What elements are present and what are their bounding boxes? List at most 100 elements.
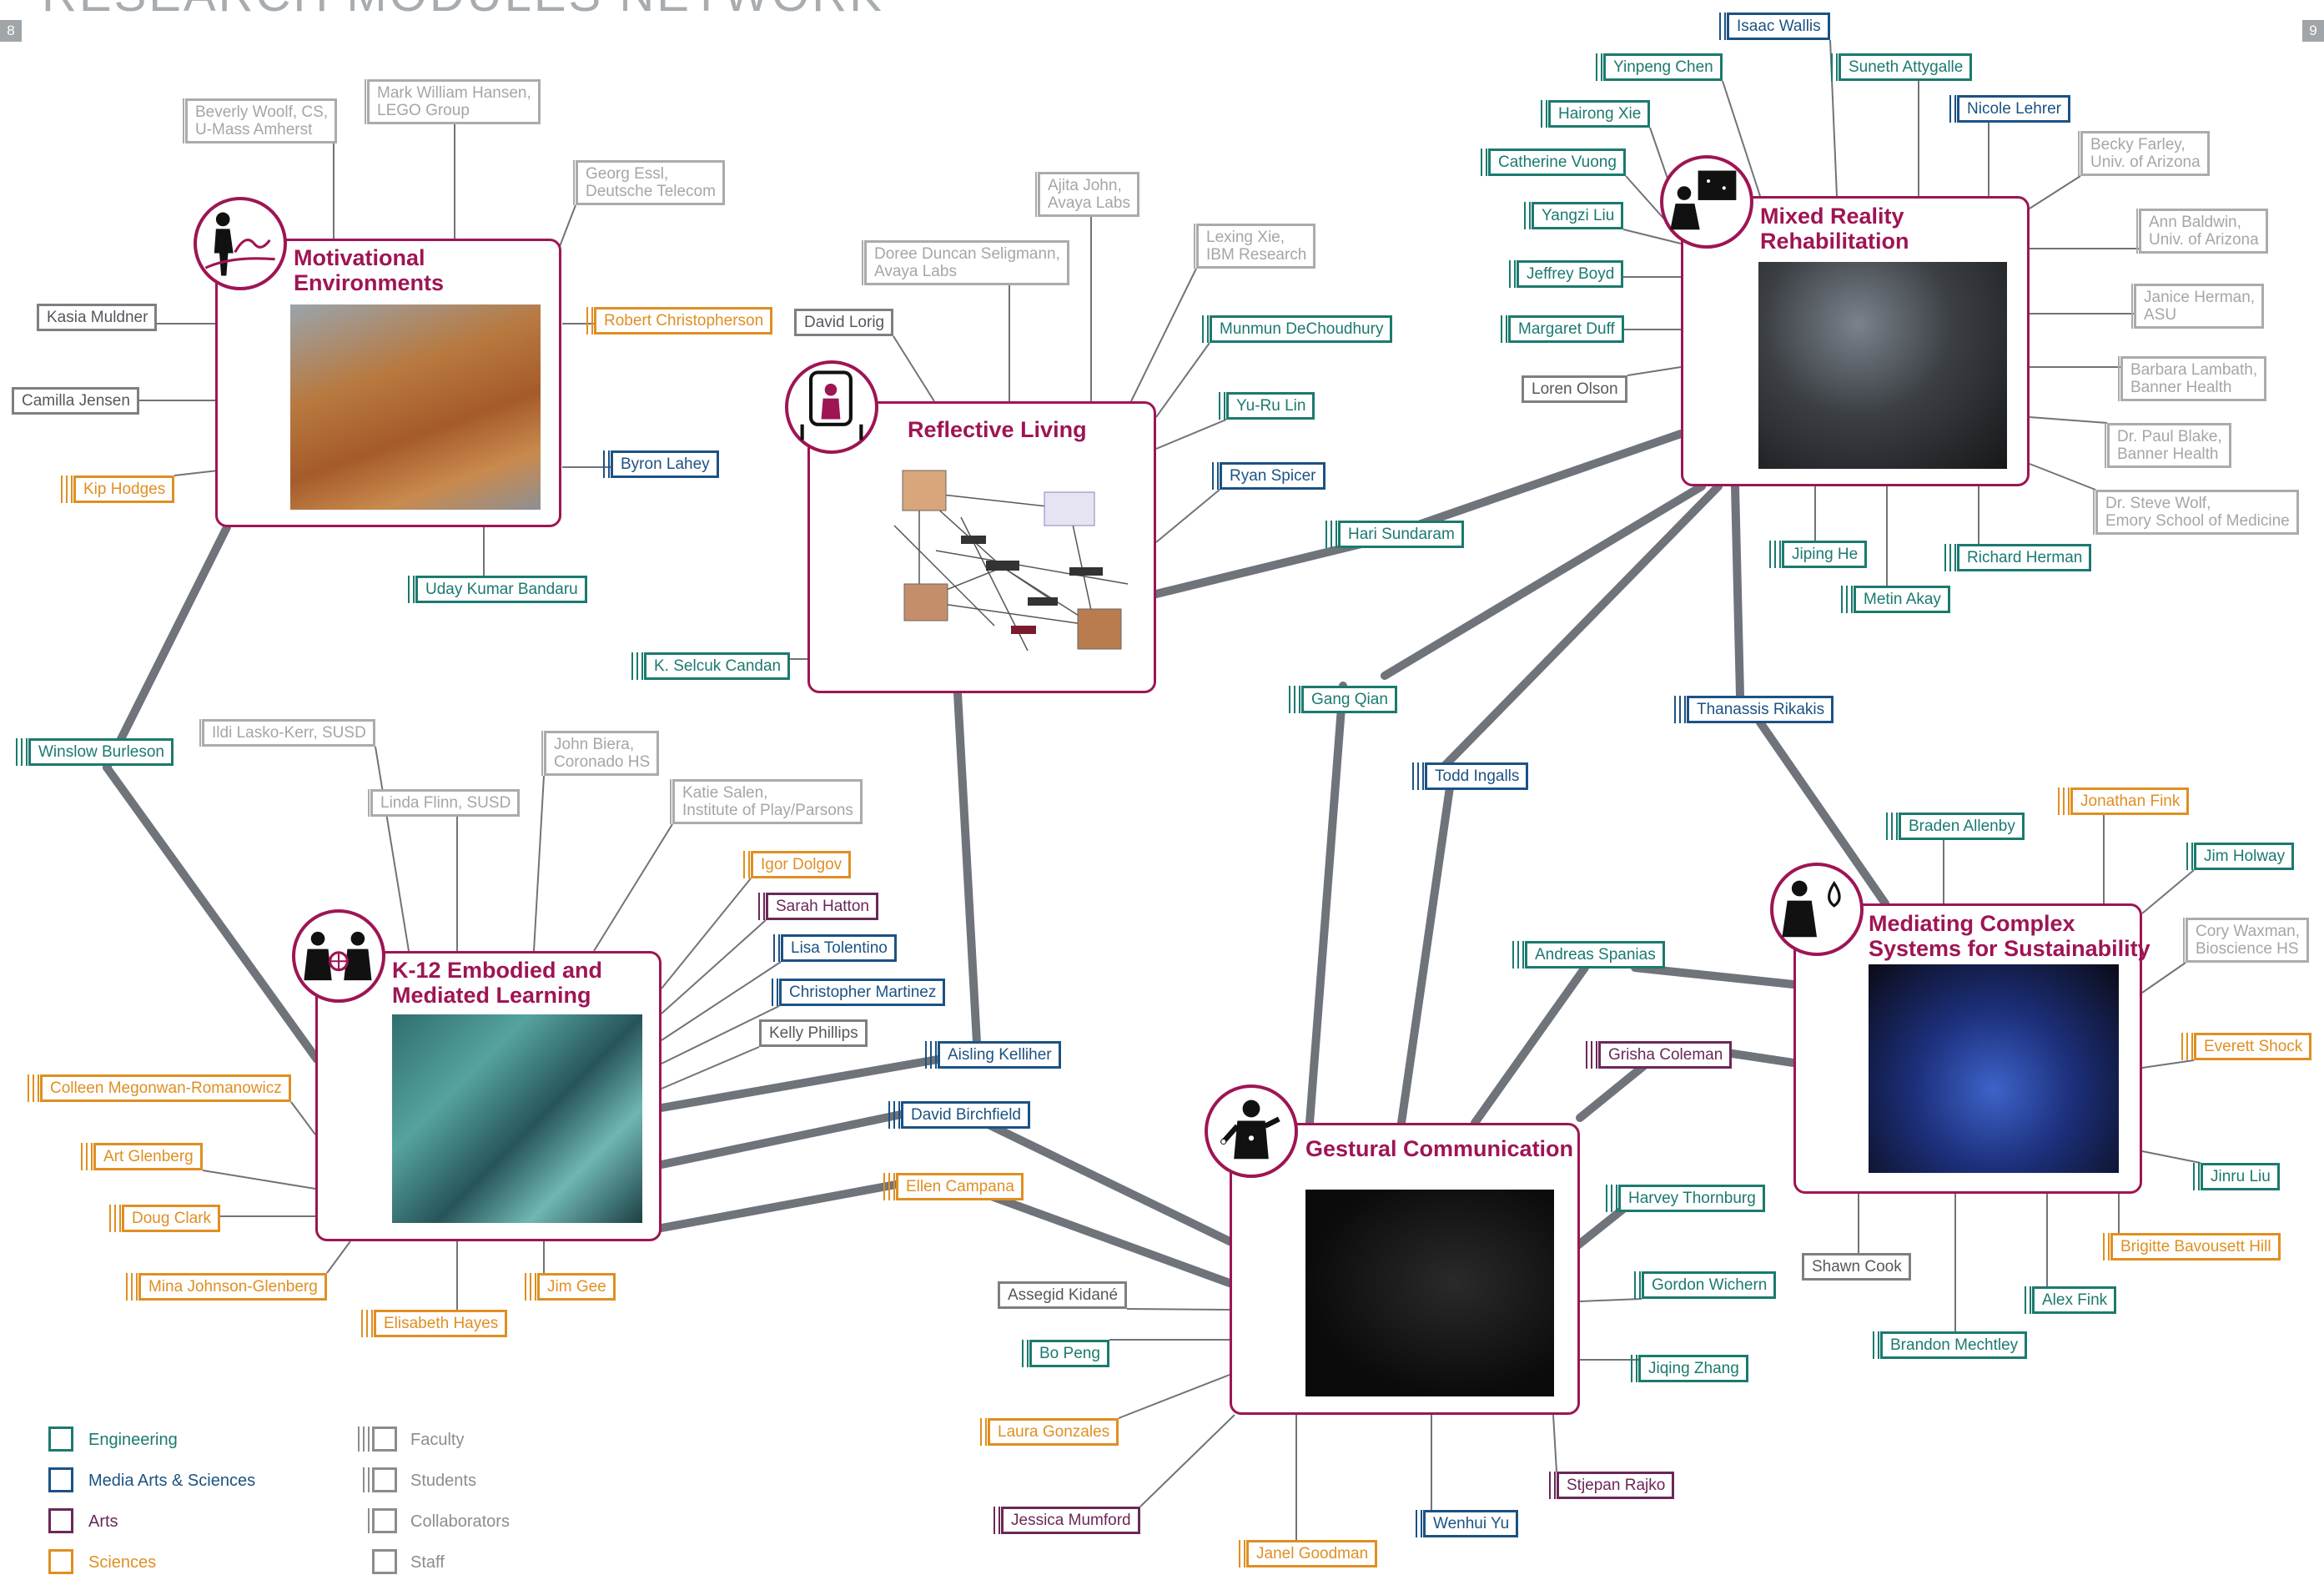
thin-connection (1126, 1308, 1230, 1311)
person-label[interactable]: David Birchfield (888, 1101, 1030, 1129)
person-label[interactable]: Jessica Mumford (993, 1507, 1140, 1534)
person-label[interactable]: Suneth Attygalle (1831, 53, 1973, 81)
person-label[interactable]: Doug Clark (109, 1205, 221, 1232)
person-label[interactable]: Assegid Kidané (998, 1281, 1128, 1309)
person-label[interactable]: Ryan Spicer (1212, 462, 1325, 490)
person-label[interactable]: Wenhui Yu (1416, 1510, 1519, 1537)
person-label[interactable]: Margaret Duff (1501, 315, 1624, 343)
person-label[interactable]: Jiping He (1769, 541, 1868, 568)
person-name: Stjepan Rajko (1567, 1477, 1666, 1494)
person-label[interactable]: Jim Gee (525, 1273, 616, 1301)
person-label[interactable]: Jiqing Zhang (1631, 1355, 1748, 1382)
person-label[interactable]: Yangzi Liu (1524, 202, 1624, 229)
person-name: Christopher Martinez (789, 984, 937, 1001)
person-label[interactable]: Christopher Martinez (772, 979, 946, 1006)
person-label[interactable]: David Lorig (794, 309, 894, 336)
thin-connection (1552, 1414, 1557, 1472)
person-label[interactable]: Catherine Vuong (1481, 148, 1626, 176)
thin-connection (558, 204, 576, 249)
person-label[interactable]: Ann Baldwin, Univ. of Arizona (2136, 209, 2268, 254)
thin-connection (2141, 1059, 2195, 1069)
person-label[interactable]: Hairong Xie (1541, 100, 1651, 128)
person-label[interactable]: Loren Olson (1522, 375, 1627, 403)
person-name: Metin Akay (1864, 591, 1941, 608)
person-label[interactable]: Camilla Jensen (12, 387, 139, 415)
person-label[interactable]: Linda Flinn, SUSD (368, 789, 521, 817)
person-label[interactable]: Ildi Lasko-Kerr, SUSD (199, 719, 375, 747)
person-label[interactable]: K. Selcuk Candan (631, 652, 791, 680)
person-label[interactable]: Laura Gonzales (980, 1418, 1119, 1446)
person-label[interactable]: Janel Goodman (1239, 1540, 1378, 1567)
person-label[interactable]: Metin Akay (1841, 586, 1950, 613)
person-name: Cory Waxman, Bioscience HS (2196, 923, 2300, 958)
person-label[interactable]: Isaac Wallis (1719, 13, 1830, 40)
person-label[interactable]: Braden Allenby (1886, 813, 2025, 840)
person-label[interactable]: Kelly Phillips (759, 1019, 868, 1047)
hub-photo-mediating (1869, 964, 2119, 1173)
person-label[interactable]: John Biera, Coronado HS (541, 731, 660, 776)
person-label[interactable]: Winslow Burleson (16, 738, 174, 766)
person-label[interactable]: Beverly Woolf, CS, U-Mass Amherst (183, 98, 338, 143)
person-label[interactable]: Ajita John, Avaya Labs (1035, 172, 1139, 217)
person-label[interactable]: Becky Farley, Univ. of Arizona (2078, 131, 2210, 176)
person-label[interactable]: Todd Ingalls (1412, 762, 1529, 790)
person-name: Byron Lahey (621, 455, 710, 473)
person-label[interactable]: Grisha Coleman (1586, 1041, 1733, 1069)
person-label[interactable]: Bo Peng (1022, 1340, 1109, 1367)
person-label[interactable]: Jonathan Fink (2058, 787, 2190, 815)
person-label[interactable]: Hari Sundaram (1325, 521, 1464, 548)
legend-label: Media Arts & Sciences (88, 1472, 256, 1490)
person-label[interactable]: Munmun DeChoudhury (1202, 315, 1393, 343)
person-label[interactable]: Georg Essl, Deutsche Telecom (573, 160, 725, 205)
person-name: Catherine Vuong (1498, 153, 1617, 171)
person-label[interactable]: Richard Herman (1944, 544, 2092, 571)
person-label[interactable]: Igor Dolgov (743, 851, 852, 878)
person-label[interactable]: Uday Kumar Bandaru (408, 576, 587, 603)
person-label[interactable]: Everett Shock (2181, 1033, 2312, 1060)
person-label[interactable]: Cory Waxman, Bioscience HS (2183, 918, 2309, 963)
person-name: Robert Christopherson (604, 312, 764, 330)
person-label[interactable]: Jinru Liu (2193, 1163, 2280, 1190)
person-label[interactable]: Stjepan Rajko (1549, 1472, 1675, 1499)
person-label[interactable]: Art Glenberg (81, 1143, 203, 1170)
thin-connection (661, 878, 752, 989)
person-label[interactable]: Harvey Thornburg (1606, 1185, 1765, 1212)
person-label[interactable]: Gang Qian (1289, 686, 1397, 713)
person-label[interactable]: Elisabeth Hayes (361, 1310, 508, 1337)
person-label[interactable]: Brigitte Bavousett Hill (2103, 1233, 2281, 1260)
person-label[interactable]: Colleen Megonwan-Romanowicz (28, 1074, 291, 1102)
person-label[interactable]: Mina Johnson-Glenberg (126, 1273, 327, 1301)
person-label[interactable]: Kip Hodges (61, 476, 175, 503)
person-name: Janel Goodman (1256, 1545, 1369, 1562)
person-name: Sarah Hatton (776, 898, 869, 915)
person-label[interactable]: Yinpeng Chen (1596, 53, 1723, 81)
person-label[interactable]: Dr. Paul Blake, Banner Health (2105, 423, 2231, 468)
person-label[interactable]: Lisa Tolentino (773, 934, 897, 962)
person-label[interactable]: Janice Herman, ASU (2131, 284, 2265, 329)
person-label[interactable]: Yu-Ru Lin (1219, 392, 1315, 420)
person-label[interactable]: Nicole Lehrer (1949, 95, 2070, 123)
person-label[interactable]: Jim Holway (2186, 843, 2295, 870)
person-label[interactable]: Jeffrey Boyd (1509, 260, 1624, 288)
person-label[interactable]: Kasia Muldner (37, 304, 158, 331)
person-label[interactable]: Alex Fink (2025, 1286, 2117, 1314)
person-label[interactable]: Barbara Lambath, Banner Health (2118, 356, 2267, 401)
person-label[interactable]: Aisling Kelliher (925, 1041, 1061, 1069)
person-label[interactable]: Lexing Xie, IBM Research (1194, 224, 1316, 269)
person-label[interactable]: Byron Lahey (603, 450, 719, 478)
person-label[interactable]: Thanassis Rikakis (1674, 696, 1834, 723)
left-page-number: 8 (0, 20, 22, 42)
person-label[interactable]: Katie Salen, Institute of Play/Parsons (670, 779, 863, 824)
person-label[interactable]: Doree Duncan Seligmann, Avaya Labs (862, 240, 1069, 285)
person-label[interactable]: Brandon Mechtley (1873, 1331, 2028, 1359)
person-label[interactable]: Gordon Wichern (1634, 1271, 1777, 1299)
person-label[interactable]: Mark William Hansen, LEGO Group (365, 79, 541, 124)
person-label[interactable]: Ellen Campana (883, 1173, 1024, 1200)
person-label[interactable]: Andreas Spanias (1512, 941, 1665, 969)
person-label[interactable]: Dr. Steve Wolf, Emory School of Medicine (2093, 490, 2299, 535)
person-label[interactable]: Sarah Hatton (758, 893, 878, 920)
thin-connection (1627, 366, 1682, 376)
person-label[interactable]: Shawn Cook (1802, 1253, 1911, 1281)
person-label[interactable]: Robert Christopherson (586, 307, 773, 335)
role-bars (670, 779, 675, 824)
